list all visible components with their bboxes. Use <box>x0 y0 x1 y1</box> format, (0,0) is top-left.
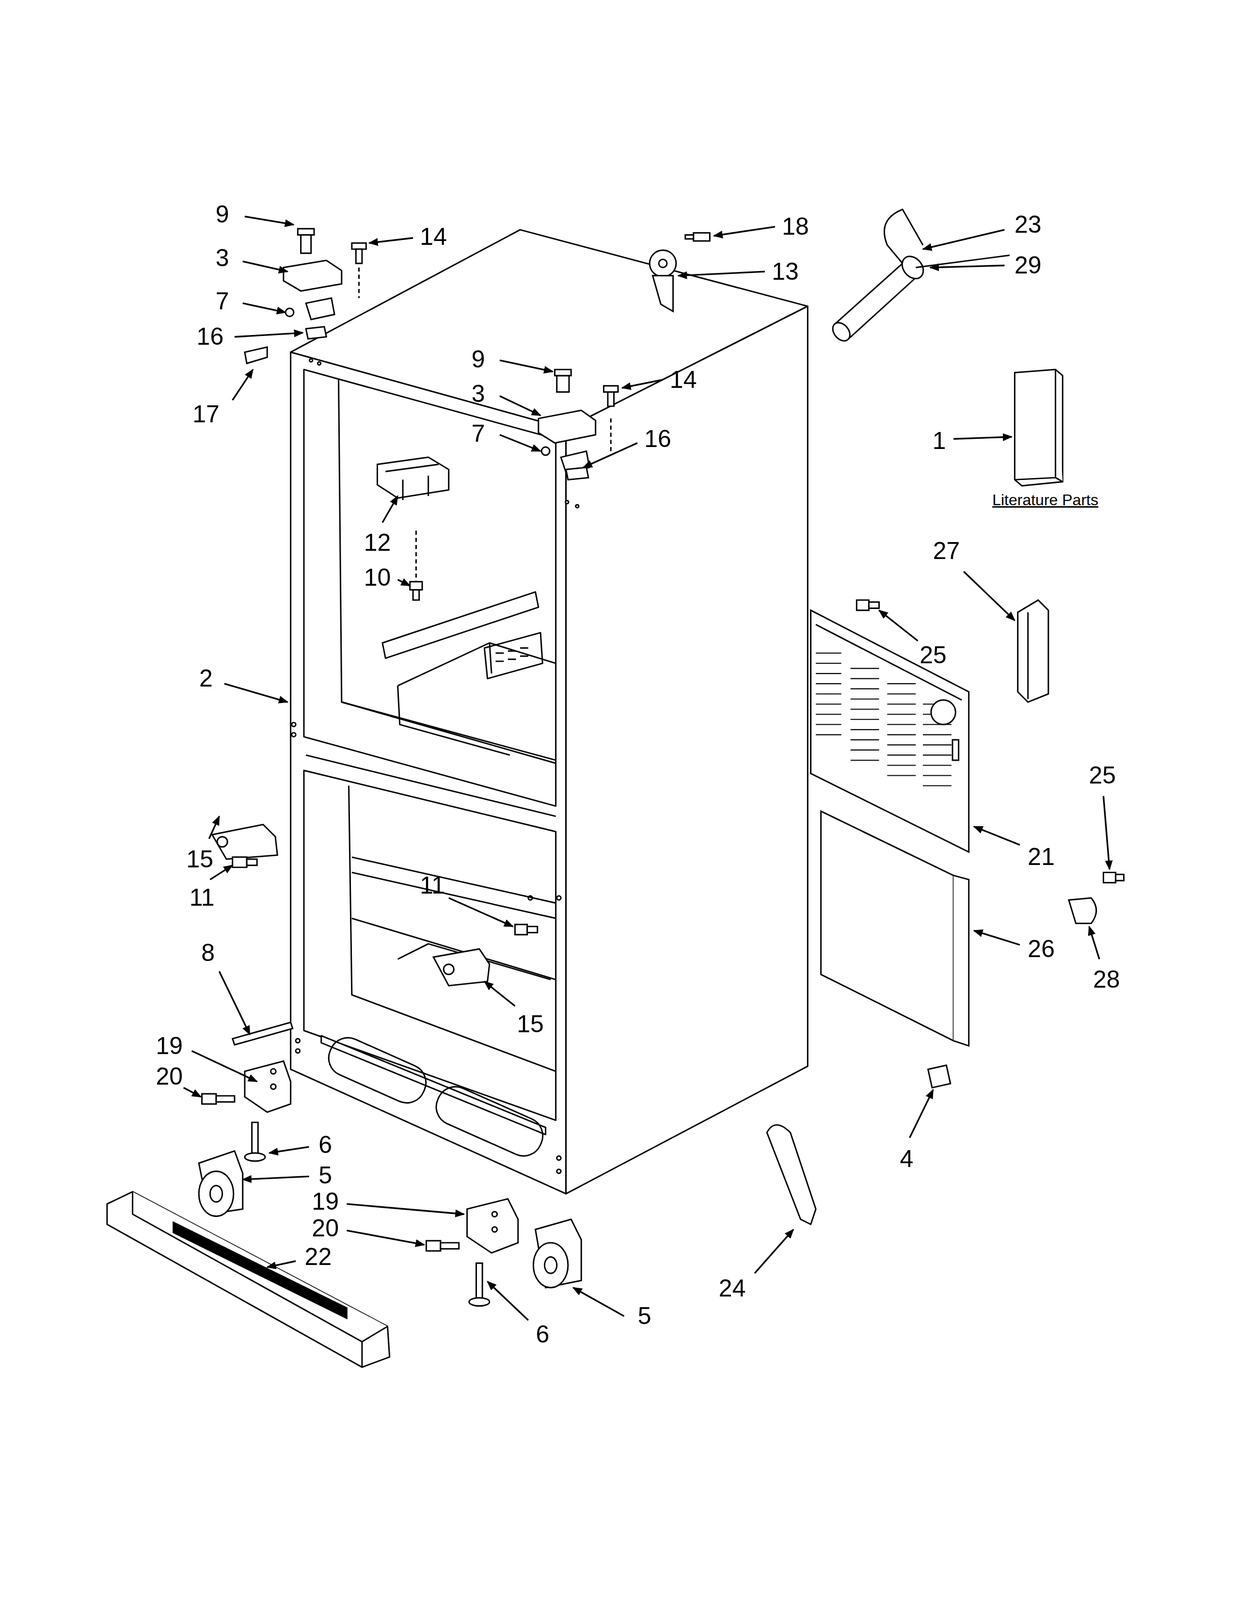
callout-number: 19 <box>311 1188 339 1214</box>
callout-number: 29 <box>1014 253 1042 278</box>
callout-number: 14 <box>419 224 447 249</box>
callout-number: 4 <box>900 1146 914 1171</box>
callout-number: 10 <box>364 565 392 590</box>
callout-number: 1 <box>932 428 947 453</box>
callout-number: 20 <box>311 1215 339 1240</box>
callout-number: 3 <box>471 381 486 406</box>
callout-number: 14 <box>669 367 698 392</box>
callout-number: 5 <box>318 1162 333 1188</box>
callout-number: 20 <box>155 1063 183 1089</box>
callout-number: 15 <box>186 846 214 872</box>
callout-number: 25 <box>1089 762 1117 788</box>
callout-number: 3 <box>215 245 230 270</box>
callout-number: 12 <box>364 530 392 555</box>
callout-number: 13 <box>771 259 799 284</box>
callout-number: 16 <box>196 324 224 349</box>
callout-number: 6 <box>535 1321 550 1347</box>
callout-number: 23 <box>1014 212 1042 237</box>
callout-number: 17 <box>192 401 220 427</box>
callout-number: 6 <box>318 1132 333 1157</box>
callout-number: 15 <box>516 1011 544 1036</box>
callout-number: 26 <box>1027 936 1055 961</box>
callout-number: 9 <box>215 202 230 227</box>
callout-number: 18 <box>781 214 809 239</box>
callout-number: 5 <box>637 1303 652 1328</box>
callout-number: 24 <box>718 1275 746 1300</box>
callout-number: 2 <box>199 665 213 691</box>
cabinet <box>290 229 809 1194</box>
callout-number: 9 <box>471 347 486 372</box>
callout-number: 22 <box>304 1244 333 1269</box>
callout-number: 7 <box>215 288 230 314</box>
callout-number: 16 <box>644 426 672 451</box>
section-caption: Literature Parts <box>992 491 1099 508</box>
parts <box>107 209 1125 1367</box>
callout-number: 27 <box>933 538 961 563</box>
leader-arrows <box>183 216 1110 1320</box>
callout-number: 7 <box>471 421 486 446</box>
callout-number: 11 <box>189 885 215 910</box>
callout-number: 8 <box>201 940 215 965</box>
callout-number: 25 <box>919 642 947 667</box>
callout-number: 28 <box>1093 966 1121 992</box>
callout-number: 21 <box>1027 844 1055 869</box>
callout-number: 19 <box>155 1033 183 1058</box>
callout-number: 11 <box>419 872 445 898</box>
